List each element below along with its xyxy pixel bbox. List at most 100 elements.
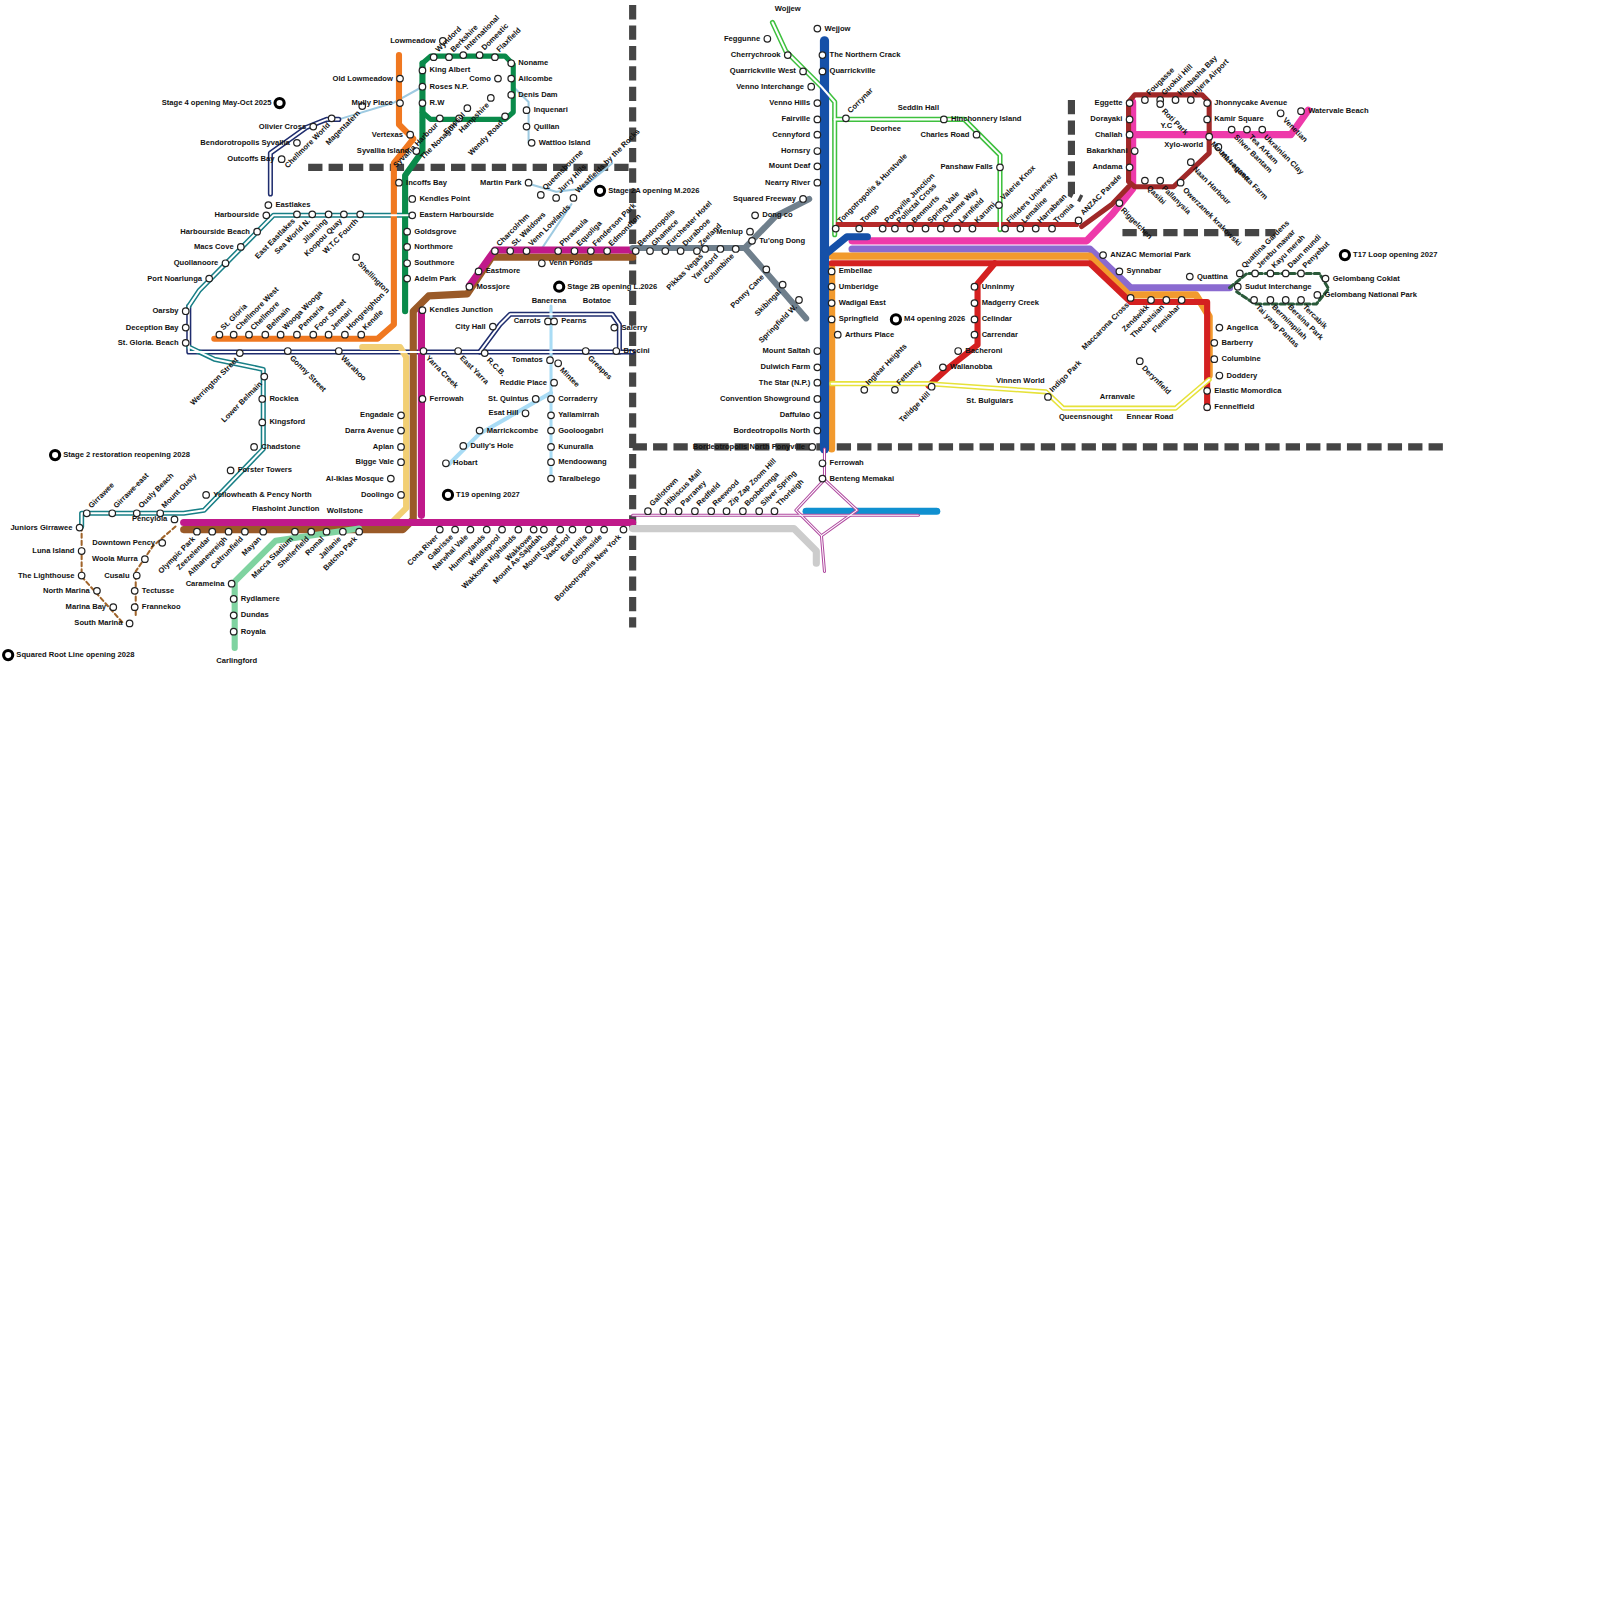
station-label: Luna Island <box>32 547 74 555</box>
transit-route <box>806 508 937 515</box>
route-core <box>82 347 264 527</box>
station-dot <box>182 340 189 347</box>
station-label: Shellington <box>356 261 391 296</box>
station-label: Celindar <box>982 316 1012 324</box>
station-dot <box>1282 270 1289 277</box>
station-label: Inquenari <box>534 106 568 114</box>
station-label: Skibingal <box>753 288 782 317</box>
station-label: Hobart <box>453 459 477 467</box>
station-dot <box>1211 356 1218 363</box>
station-label: Eggette <box>1095 99 1123 107</box>
station-label: Venn Ponds <box>549 259 592 267</box>
station-dot <box>530 526 537 533</box>
route-core <box>821 480 857 536</box>
station-label: Embellae <box>839 268 872 276</box>
station-label: Deception Bay <box>126 324 179 332</box>
station-label: Forster Towers <box>238 467 292 475</box>
station-label: Pearns <box>561 318 586 326</box>
opening-marker <box>1340 251 1349 260</box>
station-label: Botatoe <box>583 297 611 305</box>
station-label: Juniors Girrawee <box>10 524 72 532</box>
station-dot <box>892 225 899 232</box>
station-dot <box>159 540 166 547</box>
transit-route <box>214 55 413 339</box>
station-dot <box>814 348 821 355</box>
transit-route <box>821 480 857 536</box>
station-dot <box>133 572 140 579</box>
station-label: Dundas <box>241 612 269 620</box>
station-label: City Hall <box>455 323 485 331</box>
station-dot <box>398 427 405 434</box>
station-dot <box>446 54 453 61</box>
station-dot <box>182 308 189 315</box>
station-dot <box>460 443 467 450</box>
station-dot <box>1045 394 1052 401</box>
station-label: Taralbelego <box>558 475 600 483</box>
station-dot <box>808 83 815 90</box>
station-dot <box>740 508 747 515</box>
station-label: Panshaw Falls <box>941 164 993 172</box>
station-label: Como <box>469 75 491 83</box>
station-dot <box>973 131 980 138</box>
station-dot <box>611 324 618 331</box>
station-label: Harbourside <box>214 212 259 220</box>
station-dot <box>861 387 868 394</box>
station-dot <box>555 248 562 255</box>
station-dot <box>230 612 237 619</box>
station-dot <box>677 248 684 255</box>
station-dot <box>476 52 483 59</box>
station-dot <box>464 105 471 112</box>
station-dot <box>1228 126 1235 133</box>
station-label: Lowmeadow <box>390 37 436 45</box>
station-dot <box>341 211 348 218</box>
station-dot <box>419 83 426 90</box>
station-dot <box>928 383 935 390</box>
station-dot <box>263 212 270 219</box>
station-dot <box>551 318 558 325</box>
station-dot <box>1100 252 1107 259</box>
station-label: Denis Dam <box>518 91 557 99</box>
station-label: Yellowheath & Pency North <box>213 491 311 499</box>
station-dot <box>525 179 532 186</box>
station-dot <box>971 283 978 290</box>
station-dot <box>1188 159 1195 166</box>
station-label: Venno Interchange <box>736 83 804 91</box>
station-label: Yarra Creek <box>424 354 459 389</box>
station-dot <box>548 475 555 482</box>
station-label: Adelm Park <box>414 275 456 283</box>
station-dot <box>483 526 490 533</box>
station-dot <box>523 248 530 255</box>
station-label: Martin Park <box>480 179 521 187</box>
station-label: Kingsford <box>269 419 305 427</box>
station-dot <box>171 516 178 523</box>
station-dot <box>419 67 426 74</box>
station-label: Dorayaki <box>1090 116 1122 124</box>
station-label: Bacheroni <box>965 347 1002 355</box>
station-dot <box>209 528 216 535</box>
station-dot <box>1126 100 1133 107</box>
station-dot <box>242 528 249 535</box>
station-label: The Star (N.P.) <box>759 379 810 387</box>
station-label: Mossjore <box>477 283 510 291</box>
station-label: Northmore <box>414 243 453 251</box>
station-dot <box>548 396 555 403</box>
station-label: Roses N.P. <box>430 83 469 91</box>
station-label: Greapes <box>586 354 613 381</box>
station-label: Wadigal East <box>839 299 886 307</box>
note-label: Stage 4 opening May-Oct 2025 <box>162 99 272 107</box>
transit-route <box>633 529 817 564</box>
station-dot <box>532 396 539 403</box>
station-dot <box>508 60 515 67</box>
station-label: Deorhee <box>871 125 901 133</box>
station-dot <box>523 107 530 114</box>
station-dot <box>194 528 201 535</box>
station-dot <box>430 54 437 61</box>
station-label: Vertexas <box>372 131 403 139</box>
station-dot <box>455 348 462 355</box>
station-dot <box>1259 126 1266 133</box>
station-label: Salerry <box>621 324 647 332</box>
station-label: Tu'ong Dong <box>759 237 805 245</box>
station-label: Venetian <box>1281 117 1308 144</box>
station-label: Hornsry <box>781 147 810 155</box>
station-label: Wejjow <box>824 25 850 33</box>
